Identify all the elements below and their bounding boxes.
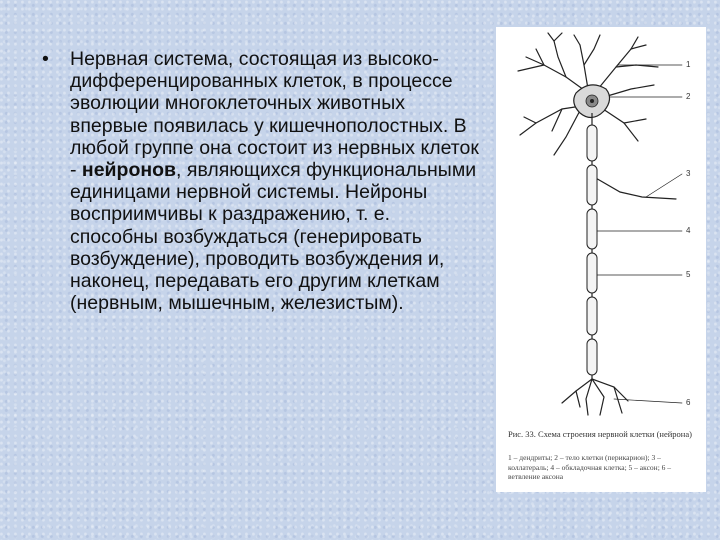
bullet-point: •	[42, 48, 49, 70]
text-part-1: Нервная система, состоящая из высоко-диф…	[70, 48, 479, 182]
label-2: 2	[686, 92, 691, 101]
neuron-figure: 1 2 3 4 5 6 Рис. 33. Схема строения нерв…	[496, 27, 706, 492]
label-3: 3	[686, 169, 691, 178]
slide-body-text: • Нервная система, состоящая из высоко-д…	[42, 48, 482, 314]
text-part-2: , являющихся функциональными единицами н…	[70, 159, 477, 315]
figure-caption-legend: 1 – дендриты; 2 – тело клетки (перикарио…	[508, 453, 672, 481]
main-paragraph: Нервная система, состоящая из высоко-диф…	[70, 48, 482, 314]
neuron-diagram	[517, 32, 683, 416]
figure-caption-title: Рис. 33. Схема строения нервной клетки (…	[508, 429, 692, 439]
label-5: 5	[686, 270, 691, 279]
label-4: 4	[686, 226, 691, 235]
label-6: 6	[686, 398, 691, 407]
label-1: 1	[686, 60, 691, 69]
term-neurons: нейронов	[81, 159, 177, 182]
